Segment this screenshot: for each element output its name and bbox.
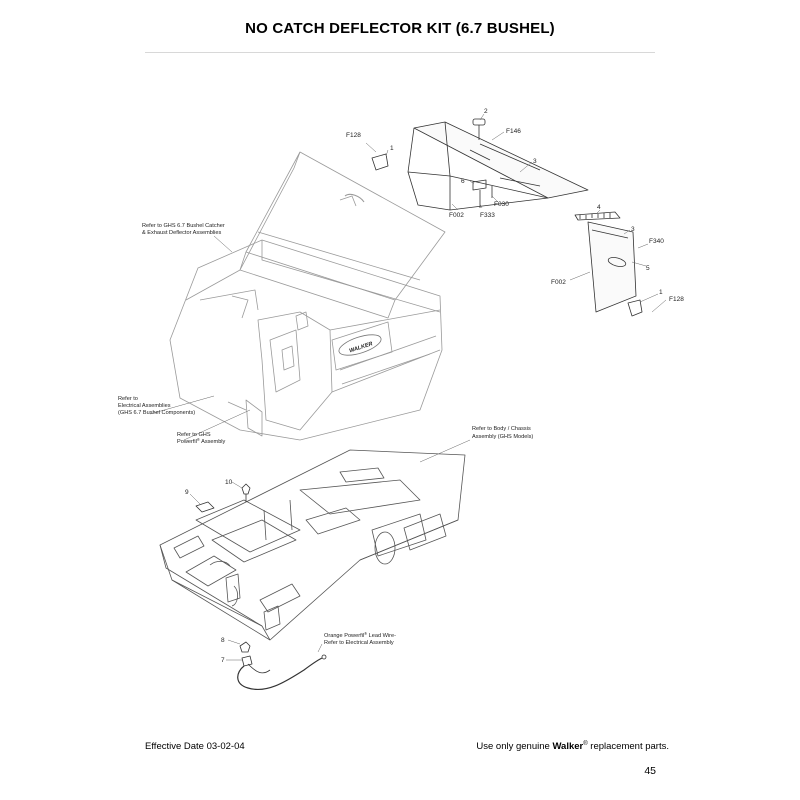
rubber-strip-part-4 [574,211,621,221]
note-leadwire-line2: Refer to Electrical Assembly [324,640,394,646]
callout-3-top: 3 [533,158,537,165]
callout-8: 8 [221,637,225,644]
callout-f128-right: F128 [669,296,684,303]
bracket-part-1-left [371,153,389,171]
note-body-line2: Assembly (GHS Models) [472,434,533,440]
callout-4: 4 [597,204,601,211]
page-title: NO CATCH DEFLECTOR KIT (6.7 BUSHEL) [245,20,555,37]
callout-f002-top: F002 [449,212,464,219]
footer-registered: ® [583,741,588,747]
callout-1-right: 1 [659,289,663,296]
callout-f030: F030 [494,201,509,208]
note-leadwire-rest: Lead Wire- [367,633,396,639]
note-electrical-line1: Refer to [118,396,138,402]
callout-f340: F340 [649,238,664,245]
effective-date: Effective Date 03-02-04 [145,741,245,752]
callout-6: 6 [461,178,465,185]
note-powerfil-reg: ® [197,437,200,442]
callout-f002-right: F002 [551,279,566,286]
callout-5: 5 [646,265,650,272]
callout-9: 9 [185,489,189,496]
page-number: 45 [644,765,656,777]
callout-10: 10 [225,479,233,486]
lead-wire-part-7 [237,641,327,690]
footer-suffix: replacement parts. [587,741,669,753]
note-powerfil-assembly: Assembly [200,439,226,445]
note-powerfil-word: Powerfil [177,439,197,445]
callout-2: 2 [484,108,488,115]
footer-notice: Use only genuine Walker® replacement par… [476,741,669,752]
chassis-assembly [159,449,466,641]
callout-f146: F146 [506,128,521,135]
callout-7: 7 [221,657,225,664]
note-catcher-line2: & Exhaust Deflector Assemblies [142,230,221,236]
emblem-text: WALKER [349,341,374,354]
part-9-pad [195,501,215,513]
title-rule [145,52,655,53]
note-leadwire-word: Orange Powerfil [324,633,364,639]
footer-brand: Walker [552,741,584,753]
note-electrical-line2: Electrical Assemblies [118,403,171,409]
walker-emblem [338,334,382,356]
bracket-part-1-right [627,299,643,317]
catcher-assembly [169,151,446,441]
footer-prefix: Use only genuine [476,741,553,753]
part-10-knob [241,483,251,502]
note-body-line1: Refer to Body / Chassis [472,426,531,432]
deflector-top-plate [407,118,589,211]
deflector-flap-part-5 [587,221,637,313]
note-electrical-line3: (GHS 6.7 Bushel Components) [118,410,195,416]
callout-1-left: 1 [390,145,394,152]
leader-lines [149,113,667,661]
bracket-part-6 [472,179,493,208]
note-leadwire-line1: Orange Powerfil® Lead Wire- [324,631,396,639]
callout-f128-left: F128 [346,132,361,139]
note-powerfil-line1: Refer to GHS [177,432,211,438]
note-catcher-line1: Refer to GHS 6.7 Bushel Catcher [142,223,225,229]
note-powerfil-line2: Powerfil® Assembly [177,437,226,445]
callout-3-right: 3 [631,226,635,233]
note-leadwire-reg: ® [364,631,367,636]
callout-f333: F333 [480,212,495,219]
